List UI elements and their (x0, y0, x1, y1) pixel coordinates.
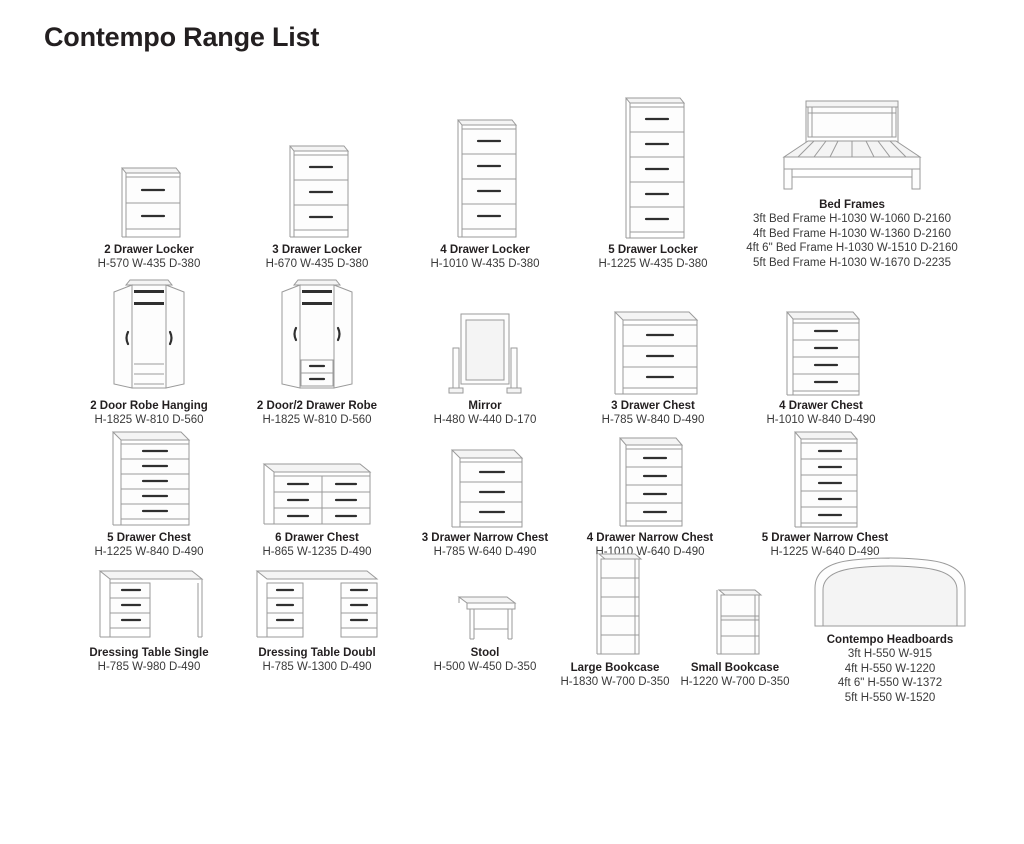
product-dimensions: H-570 W-435 D-380 (97, 258, 201, 271)
narrow-chest-3-icon (400, 423, 570, 528)
drawer-locker-2-icon (74, 90, 224, 240)
product-dimensions: H-670 W-435 D-380 (265, 258, 369, 271)
product-item[interactable]: 4 Drawer Locker H-1010 W-435 D-380 (410, 90, 560, 272)
product-name: 4 Drawer Narrow Chest (586, 532, 714, 544)
product-dimensions: H-1825 W-810 D-560 (262, 414, 372, 427)
product-row: Dressing Table Single H-785 W-980 D-490 (0, 548, 1024, 718)
product-name: Dressing Table Doubl (258, 647, 376, 659)
product-name: 2 Door Robe Hanging (90, 400, 208, 412)
product-name: 4 Drawer Chest (779, 400, 863, 412)
product-dimensions: H-1225 W-840 D-490 (94, 546, 204, 559)
product-item[interactable]: 2 Door Robe Hanging H-1825 W-810 D-560 (74, 268, 224, 428)
product-name: Stool (470, 647, 500, 659)
product-grid: 2 Drawer Locker H-570 W-435 D-380 (0, 90, 1024, 718)
small-bookcase-icon (660, 548, 810, 658)
chest-3-drawer-icon (578, 268, 728, 396)
bed-frame-icon (718, 90, 986, 195)
robe-2-door-icon (74, 268, 224, 396)
product-item[interactable]: 6 Drawer Chest H-865 W-1235 D-490 (242, 423, 392, 560)
product-dimensions: H-500 W-450 D-350 (433, 661, 537, 674)
product-dimensions: 5ft H-550 W-1520 (844, 691, 936, 704)
product-name: 5 Drawer Locker (608, 244, 698, 256)
product-name: Contempo Headboards (826, 634, 954, 646)
product-item[interactable]: 3 Drawer Chest H-785 W-840 D-490 (578, 268, 728, 428)
product-dimensions: 3ft H-550 W-915 (847, 648, 933, 661)
product-row: 2 Door Robe Hanging H-1825 W-810 D-560 (0, 268, 1024, 426)
product-name: Large Bookcase (570, 662, 660, 674)
product-dimensions: H-785 W-980 D-490 (97, 661, 201, 674)
product-dimensions: H-785 W-840 D-490 (601, 414, 705, 427)
product-dimensions: 4ft Bed Frame H-1030 W-1360 D-2160 (753, 227, 951, 240)
product-dimensions: H-785 W-1300 D-490 (262, 661, 372, 674)
product-name: 6 Drawer Chest (275, 532, 359, 544)
product-item[interactable]: Dressing Table Doubl H-785 W-1300 D-490 (242, 548, 392, 675)
product-item[interactable]: 5 Drawer Chest H-1225 W-840 D-490 (74, 423, 224, 560)
product-item[interactable]: 5 Drawer Narrow Chest H-1225 W-640 D-490 (740, 423, 910, 560)
product-name: 2 Door/2 Drawer Robe (256, 400, 378, 412)
page-title: Contempo Range List (44, 22, 320, 52)
product-name: Small Bookcase (690, 662, 780, 674)
product-name: 3 Drawer Chest (611, 400, 695, 412)
product-dimensions: 4ft 6" H-550 W-1372 (837, 677, 943, 690)
product-name: 3 Drawer Locker (272, 244, 362, 256)
drawer-locker-3-icon (242, 90, 392, 240)
product-name: 5 Drawer Narrow Chest (761, 532, 889, 544)
product-dimensions: 4ft H-550 W-1220 (844, 662, 936, 675)
drawer-locker-4-icon (410, 90, 560, 240)
product-dimensions: H-865 W-1235 D-490 (262, 546, 372, 559)
product-name: Mirror (468, 400, 502, 412)
product-name: 2 Drawer Locker (104, 244, 194, 256)
product-dimensions: H-1225 W-640 D-490 (770, 546, 880, 559)
product-item[interactable]: 4 Drawer Chest H-1010 W-840 D-490 (746, 268, 896, 428)
product-item[interactable]: Small Bookcase H-1220 W-700 D-350 (660, 548, 810, 690)
product-dimensions: 3ft Bed Frame H-1030 W-1060 D-2160 (753, 213, 951, 226)
product-dimensions: H-1010 W-435 D-380 (430, 258, 540, 271)
chest-4-drawer-icon (746, 268, 896, 396)
product-name: 5 Drawer Chest (107, 532, 191, 544)
headboard-icon (790, 548, 990, 630)
mirror-icon (410, 268, 560, 396)
narrow-chest-5-icon (740, 423, 910, 528)
product-item[interactable]: Large Bookcase H-1830 W-700 D-350 (525, 548, 705, 690)
product-name: 4 Drawer Locker (440, 244, 530, 256)
product-item[interactable]: 4 Drawer Narrow Chest H-1010 W-640 D-490 (565, 423, 735, 560)
dressing-table-single-icon (74, 548, 224, 643)
product-dimensions: 4ft 6" Bed Frame H-1030 W-1510 D-2160 (746, 242, 958, 255)
product-dimensions: H-1825 W-810 D-560 (94, 414, 204, 427)
product-dimensions: H-1830 W-700 D-350 (560, 676, 670, 689)
product-dimensions: H-785 W-640 D-490 (433, 546, 537, 559)
product-item[interactable]: 3 Drawer Narrow Chest H-785 W-640 D-490 (400, 423, 570, 560)
product-dimensions: H-1220 W-700 D-350 (680, 676, 790, 689)
large-bookcase-icon (525, 548, 705, 658)
product-item[interactable]: 2 Drawer Locker H-570 W-435 D-380 (74, 90, 224, 272)
robe-2-door-2-drawer-icon (242, 268, 392, 396)
product-item[interactable]: Stool H-500 W-450 D-350 (410, 548, 560, 675)
product-row: 5 Drawer Chest H-1225 W-840 D-490 (0, 423, 1024, 558)
product-item[interactable]: 3 Drawer Locker H-670 W-435 D-380 (242, 90, 392, 272)
product-item[interactable]: 5 Drawer Locker H-1225 W-435 D-380 (578, 90, 728, 272)
product-item[interactable]: 2 Door/2 Drawer Robe H-1825 W-810 D-560 (242, 268, 392, 428)
narrow-chest-4-icon (565, 423, 735, 528)
product-item[interactable]: Contempo Headboards 3ft H-550 W-915 4ft … (790, 548, 990, 705)
product-item[interactable]: Dressing Table Single H-785 W-980 D-490 (74, 548, 224, 675)
product-row: 2 Drawer Locker H-570 W-435 D-380 (0, 90, 1024, 270)
product-dimensions: 5ft Bed Frame H-1030 W-1670 D-2235 (753, 256, 951, 269)
product-dimensions: H-1010 W-840 D-490 (766, 414, 876, 427)
product-item[interactable]: Bed Frames 3ft Bed Frame H-1030 W-1060 D… (718, 90, 986, 270)
chest-5-drawer-icon (74, 423, 224, 528)
chest-6-drawer-icon (242, 423, 392, 528)
dressing-table-double-icon (242, 548, 392, 643)
stool-icon (410, 548, 560, 643)
product-name: 3 Drawer Narrow Chest (421, 532, 549, 544)
drawer-locker-5-icon (578, 90, 728, 240)
product-dimensions: H-1225 W-435 D-380 (598, 258, 708, 271)
product-name: Bed Frames (819, 199, 885, 211)
product-dimensions: H-480 W-440 D-170 (433, 414, 537, 427)
product-name: Dressing Table Single (89, 647, 209, 659)
product-item[interactable]: Mirror H-480 W-440 D-170 (410, 268, 560, 428)
